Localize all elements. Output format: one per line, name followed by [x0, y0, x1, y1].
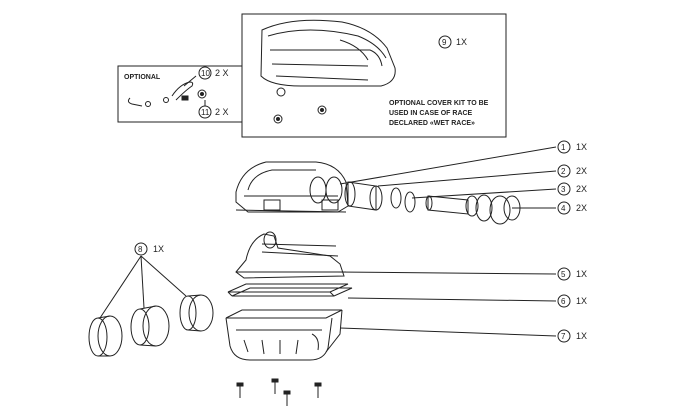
- callout-3-number: 3: [561, 185, 566, 194]
- callout-1: 1 1X: [557, 140, 587, 154]
- ring-part-3: [390, 187, 416, 213]
- callout-2-number: 2: [561, 167, 566, 176]
- cover-note-line-2: USED IN CASE OF RACE: [389, 110, 473, 117]
- cover-kit-box: 9 1X OPTIONAL COVER KIT TO BE USED IN CA…: [241, 13, 507, 138]
- callout-8-qty: 1X: [153, 244, 164, 254]
- housing-top-part-1: [235, 161, 349, 213]
- velocity-stacks-part-8: [88, 255, 214, 357]
- callout-10: 10 2 X: [183, 66, 229, 87]
- callout-6-number: 6: [561, 297, 566, 306]
- callout-4-number: 4: [561, 204, 566, 213]
- airbox-middle-part-5: [235, 231, 346, 279]
- screws: [236, 378, 322, 406]
- callout-9: 9 1X: [438, 35, 467, 49]
- callout-11: 11 2 X: [198, 100, 229, 119]
- callout-2-qty: 2X: [576, 166, 587, 176]
- callout-8: 8 1X: [134, 242, 164, 256]
- callout-4: 4 2X: [557, 201, 587, 215]
- callout-5-qty: 1X: [576, 269, 587, 279]
- callout-5: 5 1X: [557, 267, 587, 281]
- optional-box: OPTIONAL 10 2 X: [117, 65, 243, 123]
- base-tray-part-7: [225, 309, 343, 361]
- callout-11-number: 11: [201, 108, 210, 117]
- callout-10-number: 10: [201, 69, 210, 78]
- leader-lines: [335, 146, 557, 337]
- callout-7-qty: 1X: [576, 331, 587, 341]
- callout-2: 2 2X: [557, 164, 587, 178]
- cover-part-9: [260, 19, 396, 124]
- callout-1-qty: 1X: [576, 142, 587, 152]
- callout-3-qty: 2X: [576, 184, 587, 194]
- cover-note-line-3: DECLARED «WET RACE»: [389, 120, 475, 127]
- callout-11-qty: 2 X: [215, 107, 229, 117]
- clip-part-10: [127, 81, 194, 107]
- callout-8-number: 8: [138, 245, 143, 254]
- callout-9-number: 9: [442, 38, 447, 47]
- tube-part-2: [344, 181, 383, 211]
- callout-3: 3 2X: [557, 182, 587, 196]
- callout-5-number: 5: [561, 270, 566, 279]
- callout-7-number: 7: [561, 332, 566, 341]
- callout-10-qty: 2 X: [215, 68, 229, 78]
- callout-9-qty: 1X: [456, 37, 467, 47]
- tube-part-4: [425, 194, 521, 225]
- cover-note-line-1: OPTIONAL COVER KIT TO BE: [389, 100, 489, 107]
- callout-6-qty: 1X: [576, 296, 587, 306]
- screw-part-11: [181, 89, 207, 101]
- callout-7: 7 1X: [557, 329, 587, 343]
- filter-part-6: [227, 283, 353, 297]
- callout-1-number: 1: [561, 143, 566, 152]
- callout-4-qty: 2X: [576, 203, 587, 213]
- optional-title: OPTIONAL: [124, 74, 161, 81]
- callout-6: 6 1X: [557, 294, 587, 308]
